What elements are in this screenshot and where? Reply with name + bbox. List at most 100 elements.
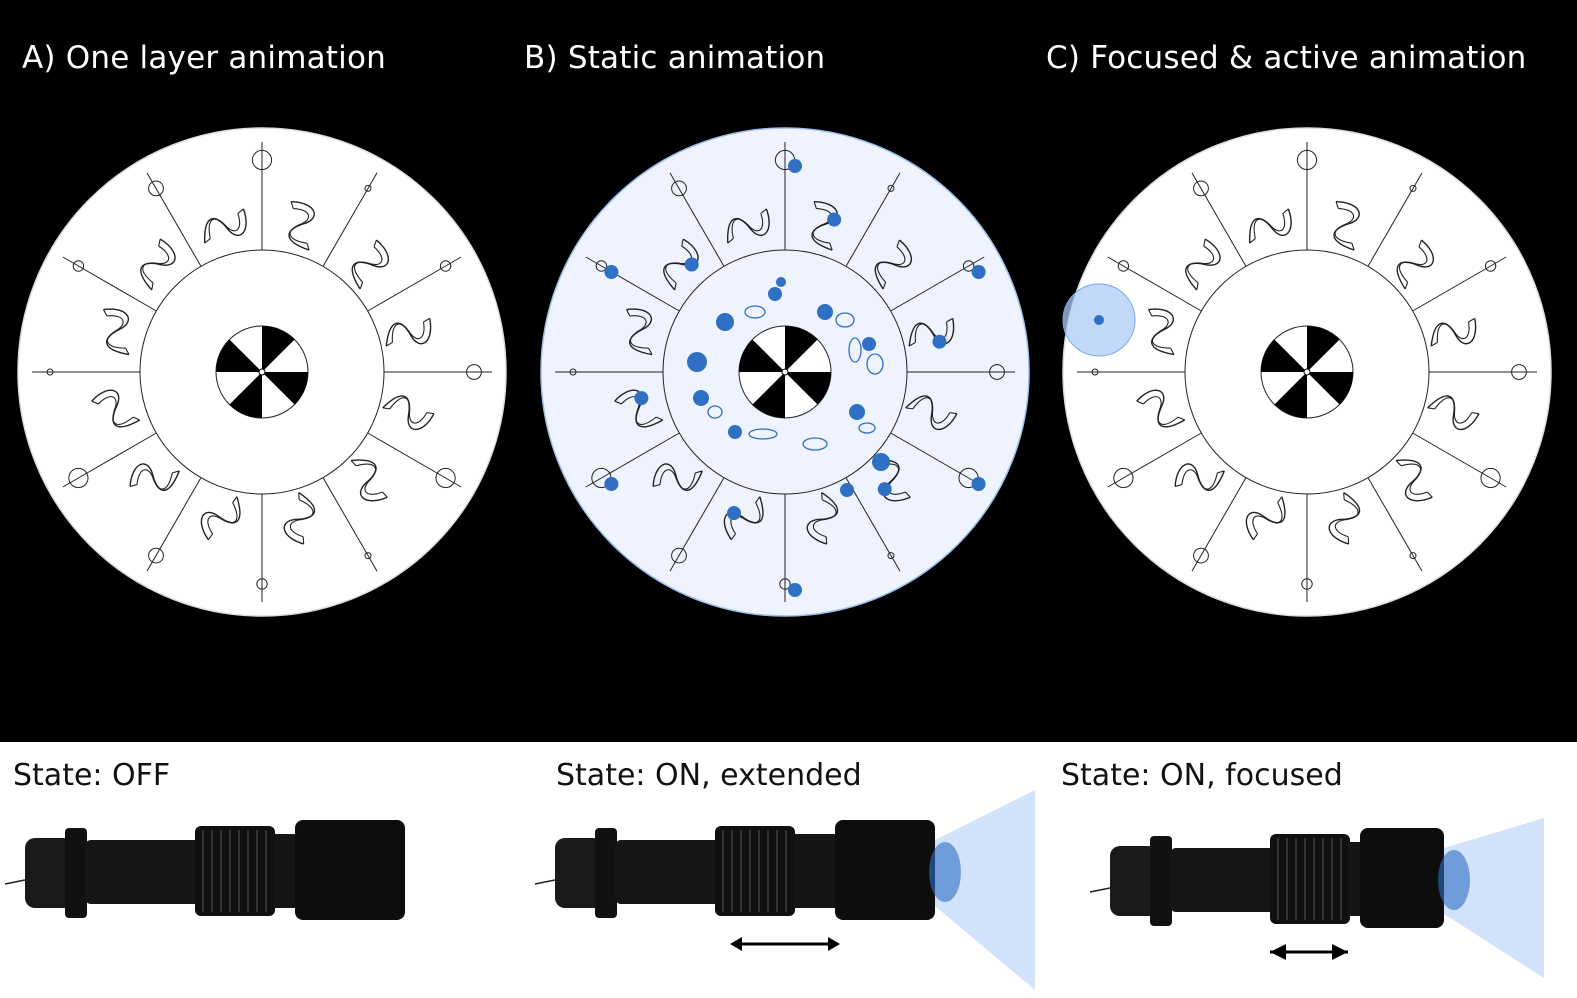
cell-icon xyxy=(779,578,791,590)
uv-spot xyxy=(827,212,842,227)
uv-spot xyxy=(634,391,649,406)
dna-helix-icon xyxy=(663,238,699,291)
uv-outline xyxy=(858,422,876,434)
uv-spot xyxy=(788,583,802,597)
cell-icon xyxy=(1193,180,1209,197)
dna-helix-icon xyxy=(1427,395,1480,431)
cell-icon xyxy=(962,260,975,272)
pinwheel-blade xyxy=(752,372,785,418)
sector-line xyxy=(1191,477,1247,572)
dna-helix-icon xyxy=(351,239,389,290)
cell-icon xyxy=(989,364,1005,380)
dna-helix-icon xyxy=(103,308,130,356)
cell-icon xyxy=(1301,578,1313,590)
flashlight-head xyxy=(1360,828,1444,928)
dna-helix-icon xyxy=(1395,459,1433,502)
uv-spot xyxy=(872,453,890,471)
cell-icon xyxy=(256,578,268,590)
flashlight-body xyxy=(85,840,205,904)
sector-line xyxy=(1191,172,1247,267)
sector-line xyxy=(322,172,378,267)
flashlight-tailcap xyxy=(25,838,73,908)
dna-helix-icon xyxy=(200,496,241,541)
pinwheel-blade xyxy=(262,372,308,405)
cell-icon xyxy=(148,180,164,197)
uv-spot xyxy=(728,425,742,439)
narrow-arrow-icon xyxy=(1270,944,1286,960)
double-arrow-icon xyxy=(730,937,742,951)
uv-outline xyxy=(748,428,778,440)
cell-icon xyxy=(1117,260,1130,272)
sector-line xyxy=(367,256,462,312)
dna-helix-icon xyxy=(626,308,653,356)
dna-helix-icon xyxy=(723,496,764,541)
pinwheel-blade xyxy=(785,372,831,405)
sector-line xyxy=(1107,432,1202,488)
sector-line xyxy=(62,256,157,312)
cell-icon xyxy=(671,547,687,564)
flashlight-body xyxy=(1170,848,1290,912)
panel-c-title: C) Focused & active animation xyxy=(1046,40,1527,76)
dna-helix-icon xyxy=(385,317,432,347)
uv-spot xyxy=(684,257,699,272)
cell-icon xyxy=(1091,368,1099,376)
dna-helix-icon xyxy=(811,201,842,251)
dna-helix-icon xyxy=(1430,317,1477,347)
uv-outline xyxy=(835,312,855,328)
pinwheel-blade xyxy=(739,339,785,372)
cell-icon xyxy=(251,149,273,171)
sector-line xyxy=(1107,256,1202,312)
sector-line xyxy=(367,432,462,488)
flashlight-tailcap xyxy=(555,838,603,908)
cell-icon xyxy=(466,364,482,380)
cell-icon xyxy=(364,184,372,192)
uv-light-cone xyxy=(1444,818,1544,978)
uv-spot xyxy=(788,159,802,173)
cell-icon xyxy=(1296,149,1318,171)
cell-icon xyxy=(569,368,577,376)
uv-spot xyxy=(776,277,786,287)
pinwheel-blade xyxy=(229,372,262,418)
pinwheel-blade xyxy=(785,326,818,372)
cell-icon xyxy=(1409,552,1417,560)
flashlight-neck xyxy=(1348,842,1360,916)
uv-spot xyxy=(687,352,707,372)
cell-icon xyxy=(1484,260,1497,272)
flashlight-extended xyxy=(534,790,1035,990)
cell-icon xyxy=(887,184,895,192)
flashlight-grip xyxy=(1270,834,1350,924)
sector-line xyxy=(322,477,378,572)
dna-helix-icon xyxy=(288,201,315,251)
dna-helix-icon xyxy=(1396,239,1434,290)
uv-spot xyxy=(716,313,734,331)
dna-helix-icon xyxy=(140,238,176,291)
sector-line xyxy=(585,256,680,312)
uv-outline xyxy=(848,337,862,363)
sector-line xyxy=(146,477,202,572)
dna-helix-icon xyxy=(204,208,247,244)
uv-outline xyxy=(866,353,884,375)
dna-helix-icon xyxy=(1245,496,1286,541)
pinwheel-blade xyxy=(1274,372,1307,418)
uv-light-cone xyxy=(935,790,1035,990)
flashlight-focused xyxy=(1089,818,1544,978)
dna-helix-icon xyxy=(614,389,664,428)
state-focused-label: State: ON, focused xyxy=(1061,758,1343,793)
uv-outline xyxy=(744,305,766,319)
dna-helix-icon xyxy=(1185,238,1221,291)
pinwheel-blade xyxy=(1307,326,1340,372)
uv-light-core xyxy=(929,842,961,902)
double-arrow-icon xyxy=(828,937,840,951)
uv-spot xyxy=(604,477,619,491)
pinwheel-blade xyxy=(262,326,295,372)
cell-icon xyxy=(671,180,687,197)
panel-b-title: B) Static animation xyxy=(524,40,826,76)
zoetrope-disc-c xyxy=(1062,127,1552,617)
cell-icon xyxy=(148,547,164,564)
sector-line xyxy=(1367,172,1423,267)
sector-line xyxy=(845,172,901,267)
uv-outline xyxy=(707,405,723,419)
narrow-arrow-icon xyxy=(1332,944,1348,960)
pinwheel-blade xyxy=(216,339,262,372)
flashlight-collar xyxy=(65,828,87,918)
